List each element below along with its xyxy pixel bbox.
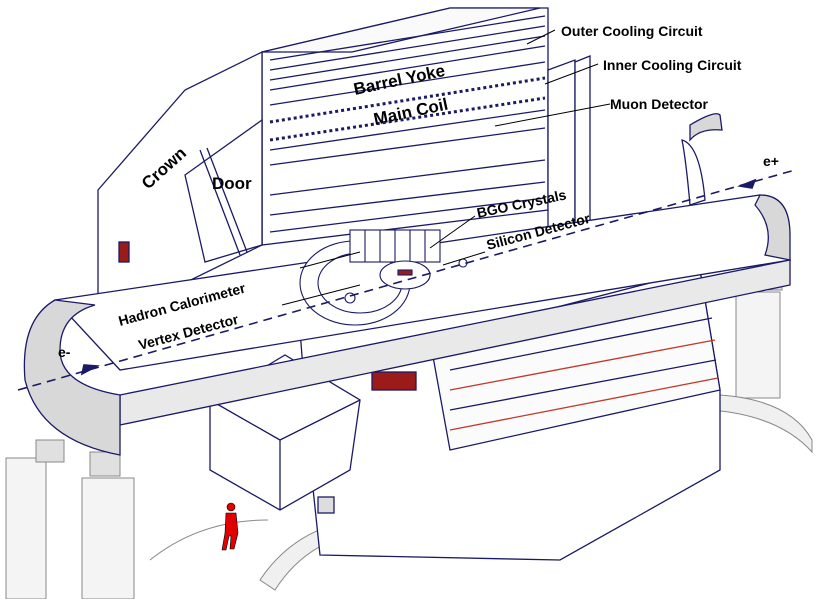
leader-hadron-calorimeter <box>299 251 361 269</box>
crown-red-marker <box>118 241 130 263</box>
lower-plate-line <box>449 359 717 411</box>
yoke-plate-line <box>269 109 546 151</box>
leader-vertex <box>281 284 361 306</box>
lower-red-line <box>449 377 719 431</box>
lower-plate-line <box>449 317 713 371</box>
yoke-plate-line <box>269 35 546 81</box>
yoke-plate-line <box>269 15 546 61</box>
barrel-yoke <box>261 7 591 246</box>
front-door-edge <box>209 399 281 441</box>
electron-arrow <box>80 364 100 376</box>
vertex-red-marker <box>397 269 413 276</box>
yoke-plate-line <box>269 159 546 196</box>
yoke-plate-line <box>269 181 546 216</box>
door-edge <box>199 149 241 256</box>
beam-pipe-far-end <box>689 113 723 142</box>
lower-red-marker <box>371 371 417 391</box>
yoke-plate-line <box>269 25 546 71</box>
inner-detector <box>299 229 468 326</box>
yoke-plate-line <box>269 45 546 91</box>
yoke-plate-line <box>269 127 546 166</box>
yoke-plate-line <box>269 197 546 233</box>
positron-label: e+ <box>763 153 779 169</box>
coil-bead-row <box>269 96 546 142</box>
leader-muon-detector <box>494 103 611 127</box>
left-support-block <box>35 439 65 463</box>
left-support-pillar <box>5 457 47 600</box>
person-figure <box>221 502 239 551</box>
door-label: Door <box>212 174 252 193</box>
left-support-block-2 <box>89 451 121 477</box>
person-body <box>221 512 239 551</box>
control-panel <box>317 496 335 514</box>
door-edge <box>206 147 248 253</box>
right-support-pillar <box>735 291 781 399</box>
yoke-plate-line <box>269 61 546 106</box>
leader-lines <box>281 29 611 306</box>
muon-detector-label: Muon Detector <box>610 96 709 112</box>
person-head <box>226 502 236 512</box>
right-floor-arc <box>711 394 813 454</box>
beam-line <box>17 169 796 391</box>
left-support-pillar-2 <box>81 477 135 600</box>
leader-outer-cooling <box>526 29 556 45</box>
electron-label: e- <box>58 344 71 360</box>
front-door-edge <box>279 399 361 441</box>
outer-cooling-label: Outer Cooling Circuit <box>561 23 703 39</box>
leader-bgo <box>429 215 476 249</box>
leader-inner-cooling <box>544 63 599 85</box>
beam-pipe-right-end <box>754 194 791 261</box>
coil-bead-row <box>269 76 546 124</box>
positron-arrow <box>737 178 757 189</box>
lower-red-line <box>449 339 716 391</box>
leader-silicon <box>442 251 486 266</box>
beam-pipe-left-end <box>23 299 121 456</box>
left-floor-arc <box>149 519 269 561</box>
beam-pipe-far-arc <box>681 139 706 206</box>
inner-cooling-label: Inner Cooling Circuit <box>603 57 742 73</box>
